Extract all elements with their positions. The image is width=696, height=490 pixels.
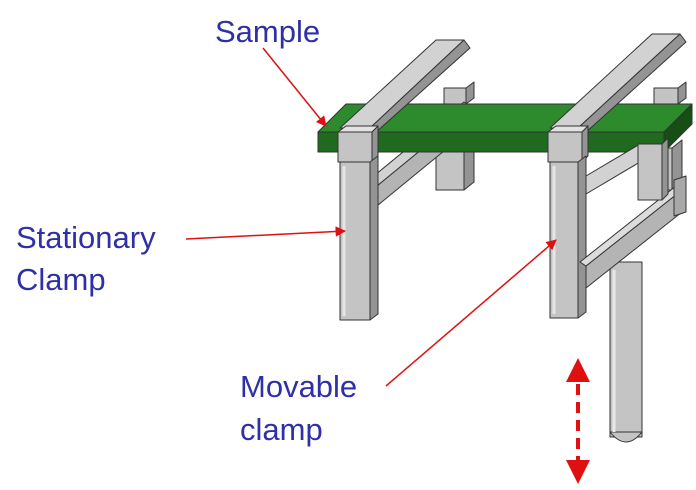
stationary-clamp-label-line2: Clamp bbox=[16, 262, 106, 297]
stationary-clamp-pointer-arrow bbox=[185, 226, 347, 240]
vertical-double-headed-dashed-arrow-icon bbox=[566, 358, 590, 484]
movable-clamp-label-line2: clamp bbox=[240, 412, 323, 447]
stationary-clamp-front bbox=[337, 39, 471, 321]
movable-clamp-front bbox=[547, 33, 687, 319]
movable-clamp-pointer-arrow bbox=[385, 239, 557, 387]
stationary-clamp-label-line1: Stationary bbox=[16, 220, 156, 255]
sample-pointer-arrow bbox=[262, 47, 327, 127]
movable-clamp-label-line1: Movable bbox=[240, 369, 357, 404]
sample-label: Sample bbox=[215, 14, 320, 49]
